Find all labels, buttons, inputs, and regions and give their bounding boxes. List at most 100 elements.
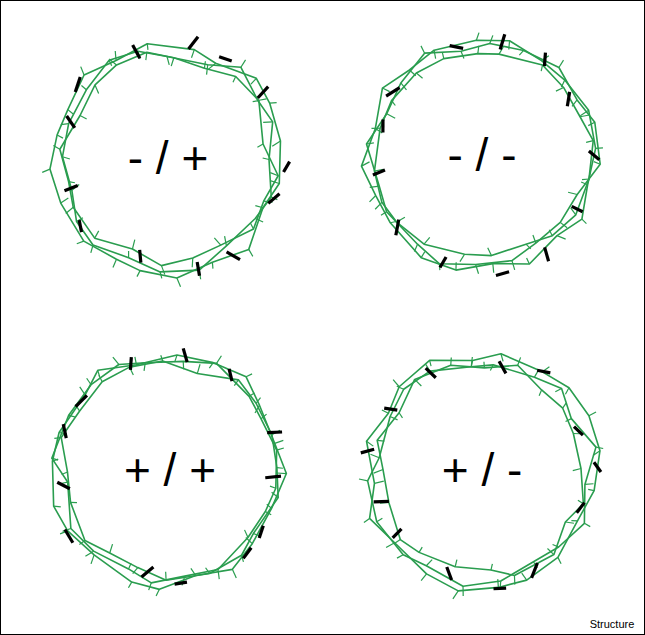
side-chain <box>415 379 422 386</box>
residue-marker <box>361 449 374 453</box>
side-chain <box>397 386 404 389</box>
side-chain <box>147 44 149 50</box>
side-chain <box>455 560 457 567</box>
backbone-trace <box>377 365 583 575</box>
side-chain <box>393 380 399 387</box>
side-chain <box>79 541 85 545</box>
residue-marker <box>494 587 507 591</box>
ring-structure <box>361 33 602 276</box>
side-chain <box>161 355 163 361</box>
side-chain <box>586 141 593 143</box>
side-chain <box>113 259 117 267</box>
residue-marker <box>544 53 545 66</box>
residue-marker <box>284 162 290 172</box>
side-chain <box>61 198 69 203</box>
residue-marker <box>500 34 505 49</box>
backbone-trace <box>368 365 596 586</box>
side-chain <box>359 479 368 481</box>
residue-marker <box>384 408 397 410</box>
side-chain <box>66 207 74 213</box>
side-chain <box>272 141 280 146</box>
side-chain <box>232 569 236 578</box>
side-chain <box>377 440 384 442</box>
residue-marker <box>577 503 585 513</box>
side-chain <box>416 73 422 78</box>
side-chain <box>387 114 395 119</box>
side-chain <box>251 78 256 84</box>
side-chain <box>146 52 147 60</box>
backbone-trace <box>52 361 277 583</box>
residue-marker <box>57 482 70 488</box>
side-chain <box>557 236 566 239</box>
side-chain <box>251 223 254 229</box>
side-chain <box>87 378 91 384</box>
side-chain <box>132 240 134 249</box>
side-chain <box>430 360 431 366</box>
side-chain <box>414 244 417 251</box>
side-chain <box>270 173 278 176</box>
side-chain <box>519 50 523 55</box>
side-chain <box>534 371 538 377</box>
side-chain <box>61 123 69 125</box>
side-chain <box>165 572 167 581</box>
side-chain <box>497 579 499 587</box>
residue-marker <box>75 77 80 92</box>
side-chain <box>367 143 374 144</box>
residue-marker <box>267 430 282 434</box>
residue-marker <box>258 87 268 98</box>
side-chain <box>518 357 521 365</box>
side-chain <box>375 202 382 209</box>
side-chain <box>204 61 206 68</box>
side-chain <box>370 454 379 458</box>
side-chain <box>382 88 389 92</box>
backbone-trace <box>367 44 601 265</box>
side-chain <box>442 53 443 59</box>
side-chain <box>565 522 574 523</box>
side-chain <box>434 50 436 58</box>
side-chain <box>476 265 479 274</box>
side-chain <box>460 254 465 261</box>
side-chain <box>471 357 472 367</box>
residue-marker <box>440 257 446 268</box>
side-chain <box>160 272 162 278</box>
residue-marker <box>63 424 66 438</box>
panel-label: + / + <box>124 447 216 493</box>
side-chain <box>212 262 214 268</box>
side-chain <box>272 492 279 497</box>
residue-marker <box>142 567 154 577</box>
side-chain <box>381 212 387 215</box>
side-chain <box>52 458 58 460</box>
side-chain <box>585 483 594 485</box>
residue-marker <box>574 427 583 436</box>
backbone-trace <box>52 355 286 589</box>
ring-structure <box>42 37 289 287</box>
side-chain <box>225 236 227 246</box>
side-chain <box>367 441 374 446</box>
residue-marker <box>79 220 81 232</box>
side-chain <box>555 389 561 392</box>
side-chain <box>397 555 403 558</box>
side-chain <box>69 182 75 183</box>
backbone-trace <box>374 54 593 256</box>
residue-marker <box>65 529 73 542</box>
side-chain <box>62 472 68 475</box>
ring-structure <box>359 354 603 599</box>
side-chain <box>483 362 485 368</box>
residue-marker <box>183 348 187 362</box>
side-chain <box>217 356 222 364</box>
side-chain <box>214 238 220 245</box>
side-chain <box>277 448 284 450</box>
residue-marker <box>133 45 140 58</box>
residue-marker <box>64 186 77 191</box>
side-chain <box>549 230 552 236</box>
side-chain <box>588 489 594 490</box>
residue-marker <box>567 92 569 106</box>
side-chain <box>218 569 219 579</box>
side-chain <box>556 87 564 91</box>
residue-marker <box>572 206 583 211</box>
residue-marker <box>259 526 263 538</box>
residue-marker <box>188 37 198 49</box>
side-chain <box>582 178 589 180</box>
